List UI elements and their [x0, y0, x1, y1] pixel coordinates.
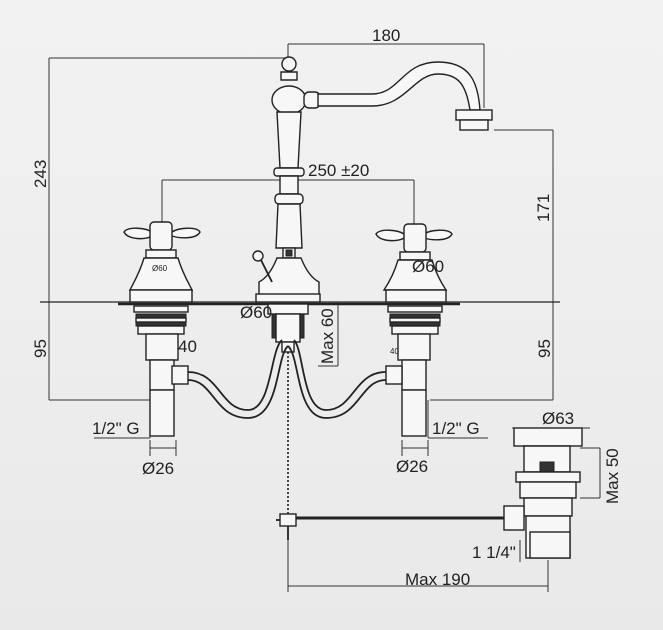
right-thread-label: 1/2" G: [432, 419, 480, 438]
right-depth-label: 95: [535, 339, 554, 358]
pop-up-rod: [276, 352, 504, 540]
pop-up-waste: [503, 427, 583, 559]
dimension-labels: 180 243 171 250 ±20 95 95 Ø60 Ø60 Max 60…: [31, 26, 622, 589]
left-tail-dia-label: Ø26: [142, 459, 174, 478]
handle-base-dia-label: Ø60: [412, 257, 444, 276]
left-valve-body: [133, 305, 189, 437]
pop-up-reach-label: Max 190: [405, 570, 470, 589]
dimension-lines: [40, 43, 601, 592]
spout-reach-label: 180: [372, 26, 400, 45]
spout-height-label: 171: [534, 194, 553, 222]
right-tail-dia-label: Ø26: [396, 457, 428, 476]
handle-spacing-label: 250 ±20: [308, 161, 369, 180]
base-small-label: Ø60: [152, 264, 168, 273]
left-thread-label: 1/2" G: [92, 419, 140, 438]
right-valve-body: [385, 305, 443, 437]
left-handle: Ø60: [123, 221, 201, 303]
waste-dia-label: Ø63: [542, 409, 574, 428]
left-hole-label: 40: [178, 337, 197, 356]
spout-shank: [267, 303, 309, 353]
waste-height-label: Max 50: [603, 448, 622, 504]
right-hole-label: 40: [390, 347, 399, 356]
total-height-label: 243: [31, 160, 50, 188]
left-depth-label: 95: [31, 339, 50, 358]
max-thickness-label: Max 60: [318, 308, 337, 364]
right-handle: [375, 223, 453, 303]
spout: [252, 56, 493, 303]
spout-base-dia-label: Ø60: [240, 303, 272, 322]
flex-hoses: [187, 339, 387, 419]
waste-thread-label: 1 1/4": [472, 543, 516, 562]
